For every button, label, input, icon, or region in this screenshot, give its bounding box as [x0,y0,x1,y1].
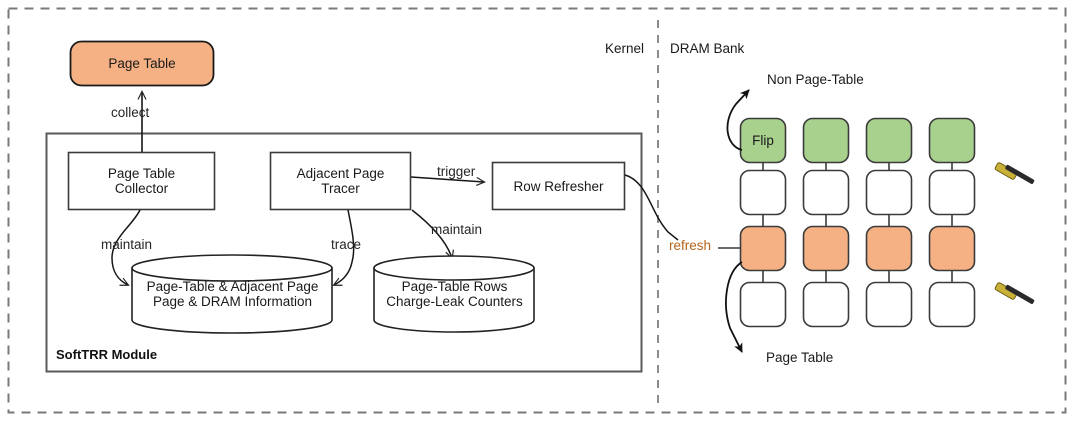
db-left-line2: Page & DRAM Information [152,294,313,309]
zone-label-kernel: Kernel [605,41,645,56]
dram-cell-white-2-3[interactable] [865,281,913,328]
hammer-icon-bottom [994,282,1035,305]
row-refresher-node[interactable]: Row Refresher [513,178,604,194]
dram-cell-green-2[interactable] [802,117,850,164]
dram-row-green [739,117,976,164]
adjacent-page-tracer-node[interactable]: Adjacent Page Tracer [270,152,411,210]
edge-label-refresh: refresh [669,238,712,253]
dram-cell-white-2-2[interactable] [802,281,850,328]
dram-cell-flip-label: Flip [752,133,774,148]
maintain-right-edge [411,209,455,260]
softtrr-module-box [45,132,643,373]
edge-label-trigger: trigger [437,164,476,179]
hammer-icon-top [994,162,1035,185]
dram-cell-white-2-4[interactable] [928,281,976,328]
dram-cell-orange-2[interactable] [802,225,850,272]
page-table-collector-line2: Collector [114,181,169,196]
dram-cell-orange-3[interactable] [865,225,913,272]
edge-label-maintain-left: maintain [101,237,153,252]
adjacent-page-tracer-shape[interactable] [269,151,412,211]
db-right-shape[interactable] [373,255,535,333]
dram-cell-flip[interactable] [739,117,787,164]
refresh-edge [624,174,679,241]
adjacent-page-tracer-line2: Tracer [321,181,360,196]
db-right-node[interactable]: Page-Table Rows Charge-Leak Counters [374,266,535,322]
page-table-arrow [725,261,743,353]
zone-label-dram-bank: DRAM Bank [670,41,745,56]
dram-row-white-1 [739,169,976,216]
annotation-non-page-table: Non Page-Table [767,72,864,87]
dram-cell-orange-4[interactable] [928,225,976,272]
page-table-collector-line1: Page Table [107,166,176,181]
page-table-node-label: Page Table [108,56,176,71]
trigger-edge [410,176,486,187]
page-table-node-shape[interactable] [69,40,215,87]
row-refresher-shape[interactable] [491,161,626,211]
page-table-collector-node[interactable]: Page Table Collector [68,152,215,210]
edge-label-collect: collect [111,105,150,120]
adjacent-page-tracer-line1: Adjacent Page [296,166,385,181]
db-left-shape[interactable] [131,254,333,334]
edge-label-maintain-right: maintain [431,222,483,237]
edge-label-trace: trace [331,237,362,252]
dram-cell-white-1-2[interactable] [802,169,850,216]
page-table-collector-shape[interactable] [67,151,216,211]
dram-cell-green-4[interactable] [928,117,976,164]
dram-cell-white-1-1[interactable] [739,169,787,216]
dram-grid-connectors [762,139,953,305]
trace-edge [332,209,355,286]
dram-cell-white-2-1[interactable] [739,281,787,328]
dram-row-orange [739,225,976,272]
non-page-table-arrow [726,89,750,151]
dram-cell-white-1-4[interactable] [928,169,976,216]
db-left-node[interactable]: Page-Table & Adjacent Page Page & DRAM I… [132,266,333,322]
maintain-left-edge [111,209,141,286]
db-right-line2: Charge-Leak Counters [386,294,523,309]
outer-dashed-frame [7,7,1067,414]
dram-row-white-2 [739,281,976,328]
db-left-line1: Page-Table & Adjacent Page [146,279,319,294]
dram-cell-green-3[interactable] [865,117,913,164]
dram-cell-orange-1[interactable] [739,225,787,272]
annotation-page-table: Page Table [766,350,834,365]
dram-cell-white-1-3[interactable] [865,169,913,216]
softtrr-module-label: SoftTRR Module [56,347,158,362]
db-right-line1: Page-Table Rows [401,279,508,294]
